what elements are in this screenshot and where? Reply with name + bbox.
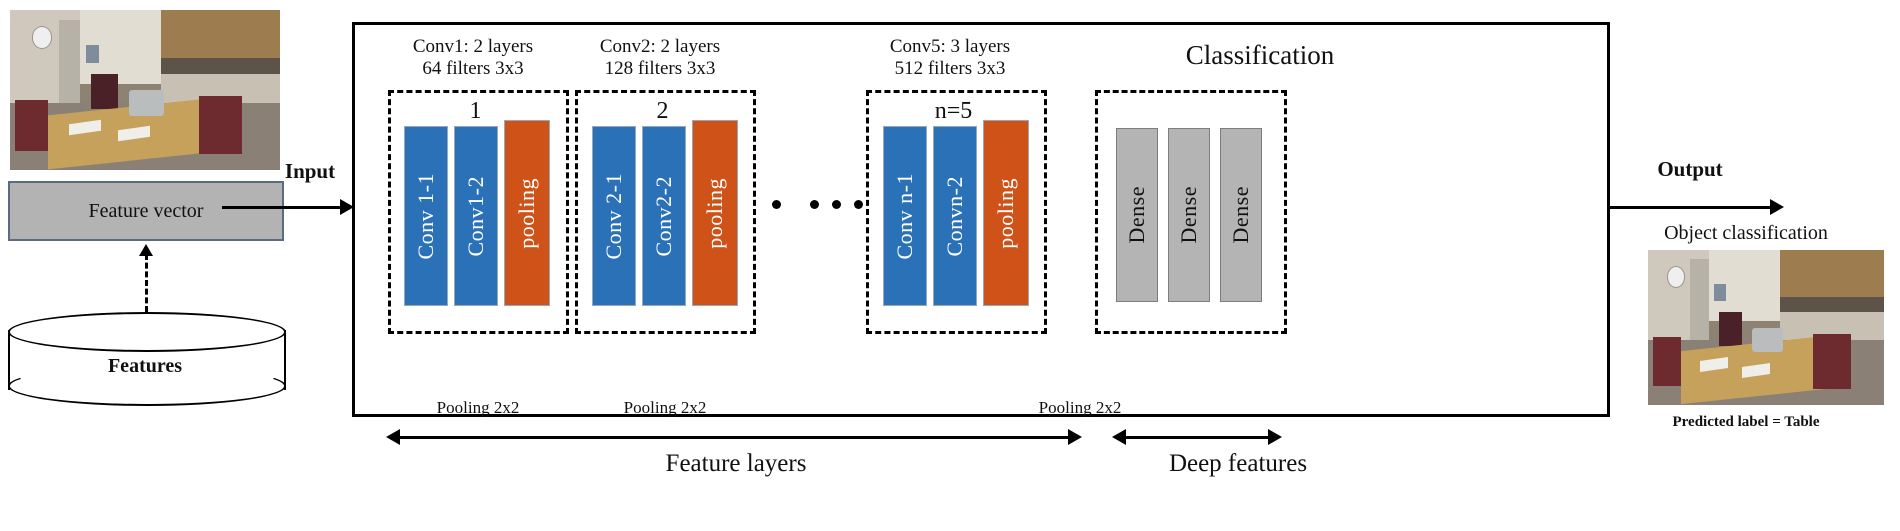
stage-1-group-index: 1 bbox=[469, 98, 482, 124]
stage-5-title-line2: 512 filters 3x3 bbox=[894, 58, 1006, 79]
block-conv-2-2-label: Conv2-2 bbox=[651, 175, 676, 257]
block-pooling-1[interactable]: pooling bbox=[504, 120, 550, 306]
input-arrow-line bbox=[222, 206, 344, 209]
features-to-vector-arrowhead bbox=[139, 244, 153, 256]
output-image-photo bbox=[1648, 250, 1884, 405]
stage-2-title-line1: Conv2: 2 layers bbox=[599, 36, 721, 57]
block-pooling-n[interactable]: pooling bbox=[983, 120, 1029, 306]
stage-5-group-index: n=5 bbox=[934, 98, 973, 124]
ellipsis-dot-1 bbox=[772, 200, 781, 209]
feature-layers-axis-arrow-right bbox=[1068, 429, 1082, 445]
feature-vector-label: Feature vector bbox=[88, 199, 204, 222]
stage-2-group-box bbox=[575, 90, 756, 334]
predicted-label: Predicted label = Table bbox=[1672, 414, 1820, 430]
block-dense-1-label: Dense bbox=[1124, 186, 1149, 244]
deep-features-axis-label: Deep features bbox=[1168, 450, 1308, 477]
stage-5-title-line1: Conv5: 3 layers bbox=[889, 36, 1011, 57]
block-conv-1-1[interactable]: Conv 1-1 bbox=[404, 126, 448, 306]
object-classification-caption: Object classification bbox=[1664, 222, 1828, 244]
block-conv-n-1[interactable]: Conv n-1 bbox=[883, 126, 927, 306]
stage-2-title-line2: 128 filters 3x3 bbox=[604, 58, 716, 79]
block-conv-1-2-label: Conv1-2 bbox=[463, 175, 488, 257]
network-frame bbox=[352, 22, 1610, 417]
input-arrow-head bbox=[340, 199, 354, 215]
features-label: Features bbox=[107, 355, 183, 377]
block-conv-1-2[interactable]: Conv1-2 bbox=[454, 126, 498, 306]
stage-5-pooling-label: Pooling 2x2 bbox=[1038, 398, 1122, 417]
features-database-cylinder[interactable]: Features bbox=[8, 312, 286, 408]
block-conv-1-1-label: Conv 1-1 bbox=[413, 172, 438, 260]
deep-features-axis-arrow-right bbox=[1268, 429, 1282, 445]
block-pooling-2-label: pooling bbox=[702, 177, 727, 249]
input-arrow-label: Input bbox=[284, 159, 336, 183]
block-pooling-2[interactable]: pooling bbox=[692, 120, 738, 306]
output-arrow-label: Output bbox=[1657, 157, 1723, 181]
classification-title: Classification bbox=[1185, 40, 1335, 70]
output-arrow-head bbox=[1770, 199, 1784, 215]
ellipsis-dot-4 bbox=[854, 200, 863, 209]
feature-layers-axis-line bbox=[400, 436, 1072, 439]
input-image-photo bbox=[10, 10, 280, 170]
block-conv-2-1-label: Conv 2-1 bbox=[601, 172, 626, 260]
deep-features-axis-line bbox=[1126, 436, 1272, 439]
block-conv-2-2[interactable]: Conv2-2 bbox=[642, 126, 686, 306]
block-conv-n-2-label: Convn-2 bbox=[942, 175, 967, 257]
block-pooling-1-label: pooling bbox=[514, 177, 539, 249]
classification-group-box bbox=[1095, 90, 1287, 334]
block-conv-n-1-label: Conv n-1 bbox=[892, 172, 917, 260]
block-dense-3-label: Dense bbox=[1228, 186, 1253, 244]
feature-vector-box[interactable]: Feature vector bbox=[8, 181, 284, 241]
feature-layers-axis-arrow-left bbox=[386, 429, 400, 445]
stage-1-group-box bbox=[388, 90, 569, 334]
block-dense-1[interactable]: Dense bbox=[1116, 128, 1158, 302]
deep-features-axis-arrow-left bbox=[1112, 429, 1126, 445]
block-dense-2-label: Dense bbox=[1176, 186, 1201, 244]
features-to-vector-dashed-line bbox=[145, 254, 148, 312]
stage-2-group-index: 2 bbox=[656, 98, 669, 124]
stage-1-title-line1: Conv1: 2 layers bbox=[412, 36, 534, 57]
stage-2-pooling-label: Pooling 2x2 bbox=[623, 398, 707, 417]
stage-5-group-box bbox=[866, 90, 1047, 334]
output-arrow-line bbox=[1608, 206, 1774, 209]
block-conv-2-1[interactable]: Conv 2-1 bbox=[592, 126, 636, 306]
stage-1-title-line2: 64 filters 3x3 bbox=[422, 58, 524, 79]
block-conv-n-2[interactable]: Convn-2 bbox=[933, 126, 977, 306]
stage-1-pooling-label: Pooling 2x2 bbox=[436, 398, 520, 417]
ellipsis-dot-3 bbox=[832, 200, 841, 209]
block-dense-2[interactable]: Dense bbox=[1168, 128, 1210, 302]
ellipsis-dot-2 bbox=[810, 200, 819, 209]
block-dense-3[interactable]: Dense bbox=[1220, 128, 1262, 302]
block-pooling-n-label: pooling bbox=[993, 177, 1018, 249]
feature-layers-axis-label: Feature layers bbox=[665, 450, 807, 477]
